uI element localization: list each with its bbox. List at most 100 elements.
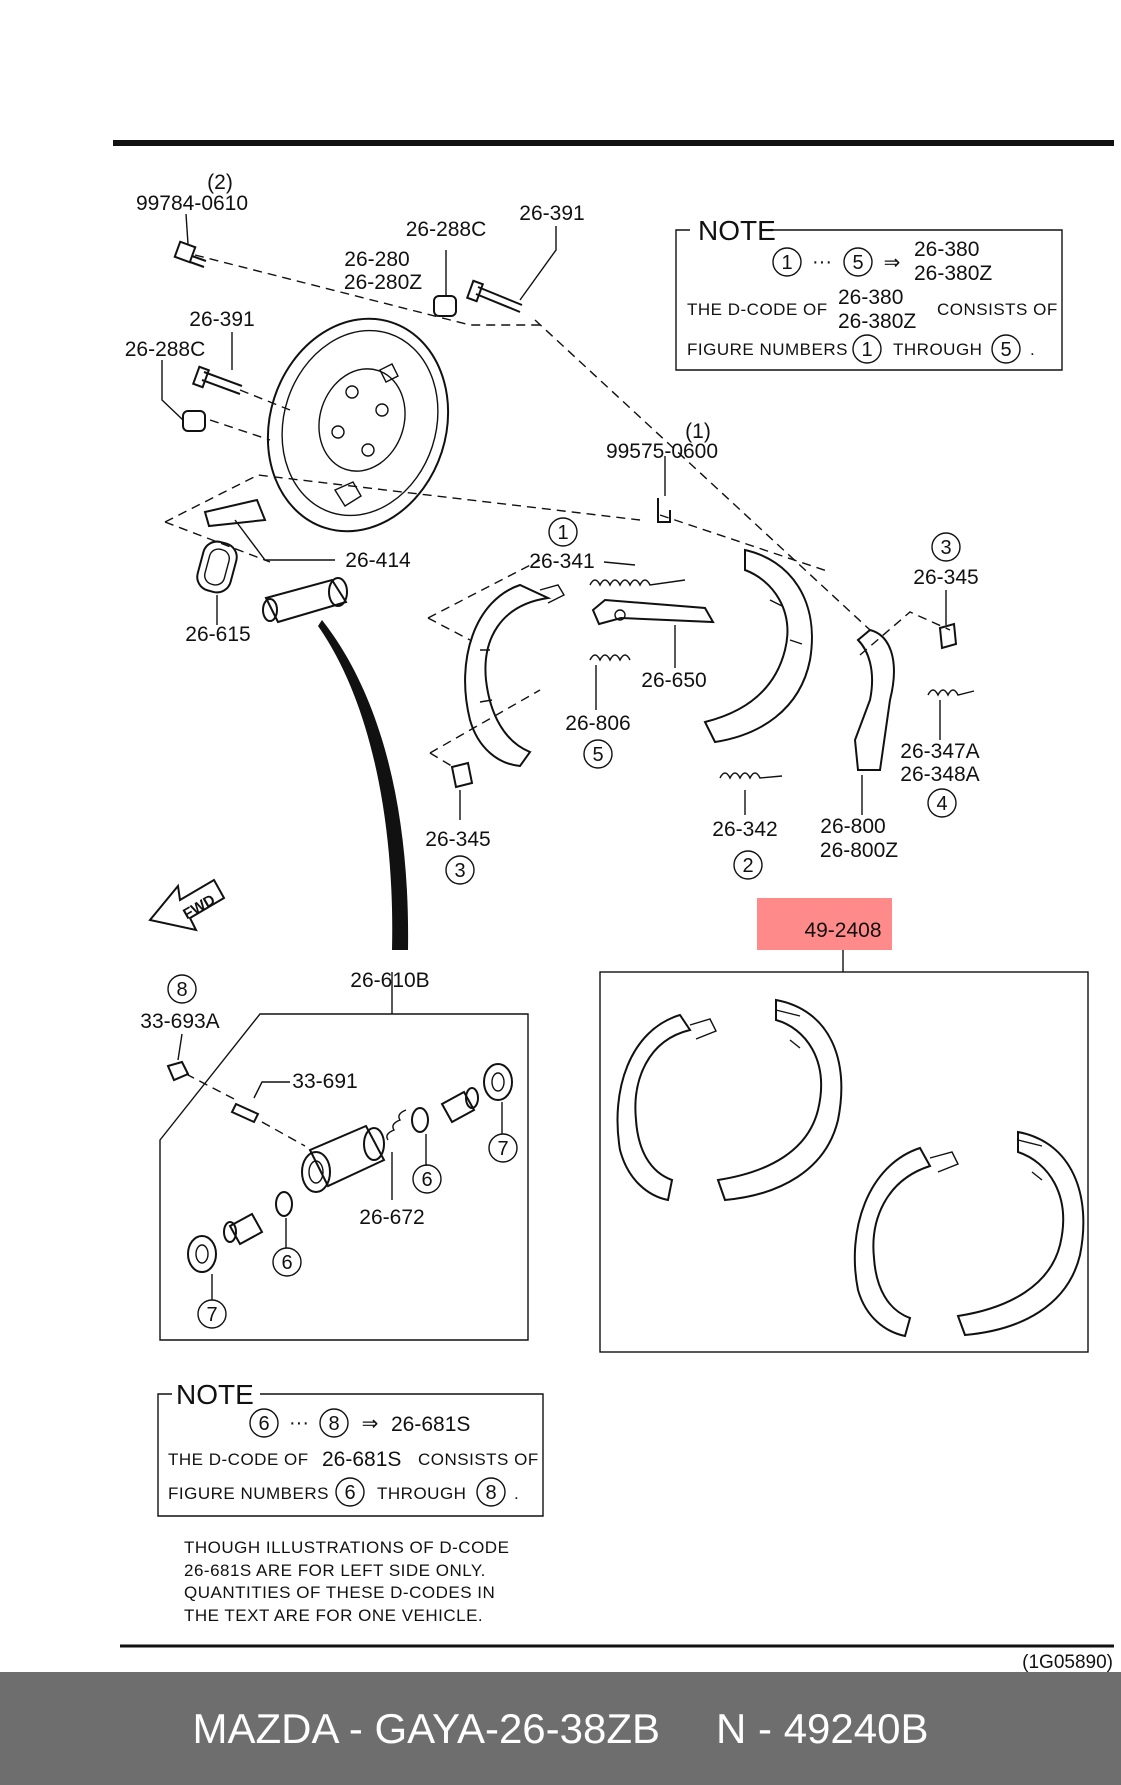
svg-text:1: 1 xyxy=(557,522,568,544)
note-box-1: NOTE 1 ··· 5 ⇒ 26-380 26-380Z THE D-CODE… xyxy=(675,215,1063,371)
note-box-2: NOTE 6 ··· 8 ⇒ 26-681S THE D-CODE OF 26-… xyxy=(157,1379,544,1517)
svg-text:7: 7 xyxy=(206,1304,217,1326)
backing-plate xyxy=(266,317,450,533)
svg-text:26-380Z: 26-380Z xyxy=(914,262,992,285)
svg-text:FIGURE NUMBERS: FIGURE NUMBERS xyxy=(687,340,848,359)
bolt-99784 xyxy=(173,240,207,268)
circle-3b: 3 xyxy=(445,855,475,885)
svg-text:6: 6 xyxy=(258,1413,269,1435)
circle-6b: 6 xyxy=(272,1247,302,1277)
circle-4: 4 xyxy=(927,788,957,818)
label-l7: 26-391 xyxy=(189,308,254,331)
note1-title: NOTE xyxy=(698,215,776,246)
label-l2: 99784-0610 xyxy=(136,192,248,215)
label-l14: 26-650 xyxy=(641,669,706,692)
boot-7a xyxy=(483,1063,513,1101)
circle-7a: 7 xyxy=(488,1133,518,1163)
adjuster-26-650 xyxy=(591,598,715,626)
svg-text:CONSISTS OF: CONSISTS OF xyxy=(937,300,1058,319)
svg-text:THE TEXT ARE FOR ONE VEHICLE.: THE TEXT ARE FOR ONE VEHICLE. xyxy=(184,1606,483,1625)
cup-6a xyxy=(411,1107,429,1133)
piston-left xyxy=(223,1212,264,1246)
svg-text:2: 2 xyxy=(742,855,753,877)
svg-text:QUANTITIES OF THESE D-CODES IN: QUANTITIES OF THESE D-CODES IN xyxy=(184,1583,495,1602)
label-l3: 26-288C xyxy=(406,218,487,241)
spring-26-347a xyxy=(927,689,975,697)
svg-text:THROUGH: THROUGH xyxy=(893,340,982,359)
svg-text:THE D-CODE OF: THE D-CODE OF xyxy=(687,300,828,319)
label-l1: (2) xyxy=(207,171,233,194)
svg-text:THROUGH: THROUGH xyxy=(377,1484,466,1503)
shoe-kit-box xyxy=(599,971,1089,1353)
plate-26-414 xyxy=(203,498,267,528)
svg-text:26-681S: 26-681S xyxy=(391,1413,470,1436)
mazda-part-number: MAZDA - GAYA-26-38ZB xyxy=(192,1704,661,1752)
label-l24: 33-693A xyxy=(140,1010,219,1033)
fwd-arrow: FWD xyxy=(148,878,226,932)
label-l12: 26-615 xyxy=(185,623,250,646)
pipe-connector xyxy=(318,620,409,950)
svg-text:5: 5 xyxy=(1000,339,1011,361)
svg-text:6: 6 xyxy=(421,1169,432,1191)
wheel-cylinder-box xyxy=(159,1013,529,1341)
disclaimer: THOUGH ILLUSTRATIONS OF D-CODE 26-681S A… xyxy=(184,1538,509,1625)
ref-code: (1G05890) xyxy=(1022,1652,1113,1672)
stud-26-391-left xyxy=(191,365,243,395)
svg-text:THE D-CODE OF: THE D-CODE OF xyxy=(168,1450,309,1469)
assembly-lines-upper xyxy=(164,254,951,769)
svg-text:26-681S: 26-681S xyxy=(322,1448,401,1471)
label-l16: 26-345 xyxy=(913,566,978,589)
nut-26-288c-left xyxy=(182,410,206,432)
label-l20: 26-342 xyxy=(712,818,777,841)
svg-text:5: 5 xyxy=(852,252,863,274)
clip-26-345-right xyxy=(938,622,958,650)
svg-text:4: 4 xyxy=(936,793,947,815)
nut-26-288c-top xyxy=(433,295,457,317)
label-l15: 26-806 xyxy=(565,712,630,735)
spring-26-342 xyxy=(719,772,783,780)
svg-text:THOUGH ILLUSTRATIONS OF D-CODE: THOUGH ILLUSTRATIONS OF D-CODE xyxy=(184,1538,509,1557)
svg-text:···: ··· xyxy=(289,1412,309,1434)
label-l10: 99575-0600 xyxy=(606,440,718,463)
svg-text:5: 5 xyxy=(592,744,603,766)
clip-99575 xyxy=(657,498,671,523)
label-l9: (1) xyxy=(685,420,711,443)
piston-right xyxy=(440,1087,479,1124)
seal-26-615 xyxy=(196,540,238,594)
circle-6a: 6 xyxy=(412,1164,442,1194)
label-l19: 26-348A xyxy=(900,763,979,786)
highlight-box xyxy=(757,898,892,950)
circle-3a: 3 xyxy=(931,532,961,562)
spring-26-806 xyxy=(589,654,631,662)
stud-26-391-top xyxy=(465,279,523,313)
circle-1: 1 xyxy=(548,517,578,547)
svg-text:1: 1 xyxy=(781,252,792,274)
svg-text:26-380Z: 26-380Z xyxy=(838,310,916,333)
circle-5: 5 xyxy=(583,739,613,769)
label-l17: 26-345 xyxy=(425,828,490,851)
brake-shoe-rear xyxy=(703,548,813,744)
svg-text:3: 3 xyxy=(940,537,951,559)
brake-parts-diagram: NOTE 1 ··· 5 ⇒ 26-380 26-380Z THE D-CODE… xyxy=(113,140,1114,1672)
label-l4: 26-391 xyxy=(519,202,584,225)
svg-text:6: 6 xyxy=(281,1252,292,1274)
svg-text:.: . xyxy=(514,1484,519,1503)
note2-title: NOTE xyxy=(176,1379,254,1410)
svg-text:CONSISTS OF: CONSISTS OF xyxy=(418,1450,539,1469)
svg-text:7: 7 xyxy=(497,1138,508,1160)
label-l23: 26-610B xyxy=(350,969,429,992)
svg-text:1: 1 xyxy=(861,339,872,361)
svg-text:26-681S ARE FOR LEFT SIDE ONL: 26-681S ARE FOR LEFT SIDE ONLY. xyxy=(184,1561,486,1580)
svg-text:8: 8 xyxy=(176,979,187,1001)
circle-8: 8 xyxy=(167,974,197,1004)
svg-text:⇒: ⇒ xyxy=(362,1413,379,1435)
svg-text:6: 6 xyxy=(344,1482,355,1504)
part-number-banner: MAZDA - GAYA-26-38ZB N - 49240B xyxy=(0,1672,1121,1785)
svg-text:···: ··· xyxy=(812,251,832,273)
label-l26: 26-672 xyxy=(359,1206,424,1229)
label-l8: 26-288C xyxy=(125,338,206,361)
svg-text:3: 3 xyxy=(454,860,465,882)
brake-shoe-front xyxy=(464,583,565,768)
svg-text:⇒: ⇒ xyxy=(884,252,901,274)
cylinder-body xyxy=(301,1124,386,1193)
